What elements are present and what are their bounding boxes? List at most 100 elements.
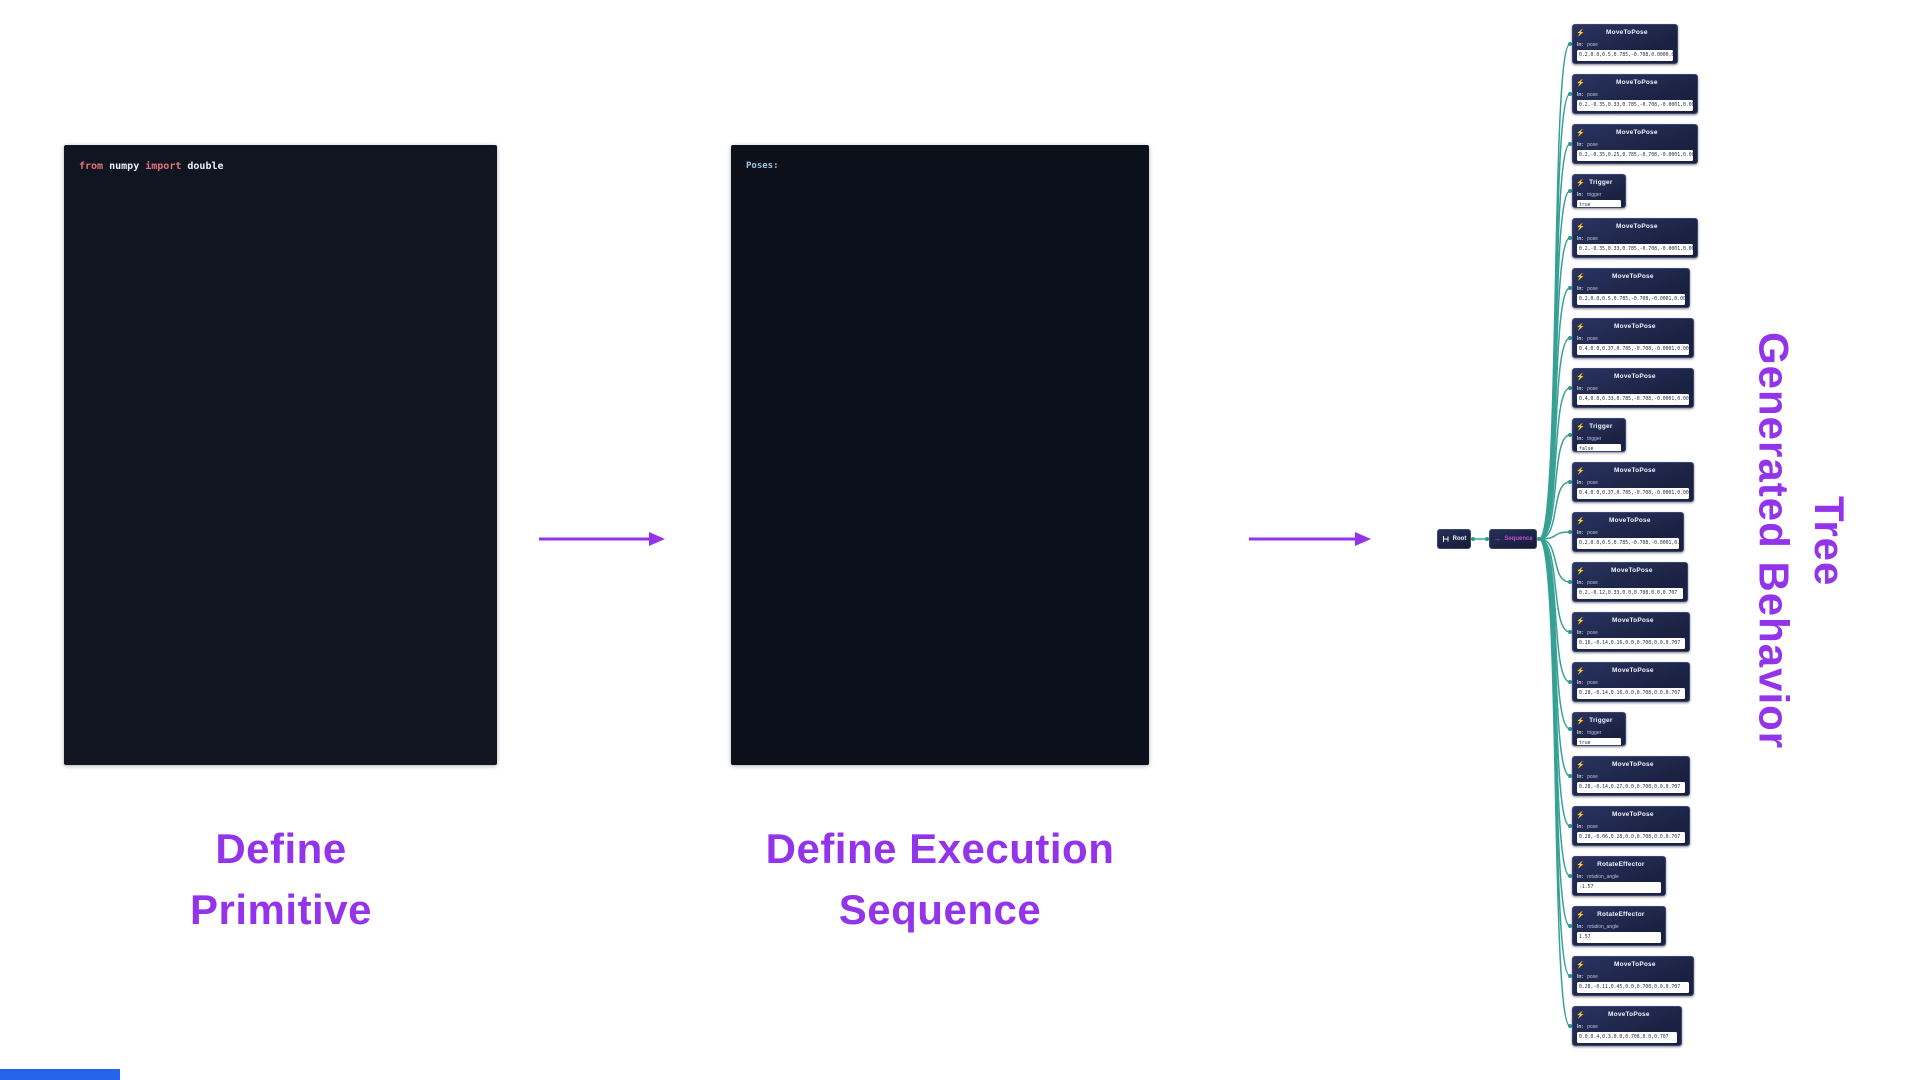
- define-primitive-heading: Define Primitive: [65, 818, 497, 940]
- code-token: Poses:: [746, 161, 779, 171]
- define-execution-sequence-heading: Define Execution Sequence: [731, 818, 1149, 940]
- lightning-icon: ⚡: [1576, 667, 1585, 675]
- heading-line: Primitive: [190, 886, 372, 933]
- port-name: pose: [1587, 335, 1598, 342]
- tree-node-port: In:pose: [1573, 971, 1693, 981]
- tree-node-title: MoveToPose: [1606, 28, 1648, 36]
- tree-node-value-input[interactable]: 0.28,-0.14,0.16,0.0,0.708,0.0,0.707: [1577, 688, 1685, 699]
- tree-node-port: In:rotation_angle: [1573, 871, 1665, 881]
- tree-node-value-input[interactable]: 0.28,-0.06,0.28,0.0,0.708,0.0,0.707: [1577, 832, 1685, 843]
- port-name: pose: [1587, 91, 1598, 98]
- sequence-label: Sequence: [1504, 536, 1533, 542]
- tree-node-value-input[interactable]: 0.28,-0.11,0.45,0.0,0.708,0.0,0.707: [1577, 982, 1689, 993]
- tree-node-port: In:pose: [1573, 477, 1693, 487]
- tree-node-value-input[interactable]: 0.4,0.0,0.33,0.785,-0.708,-0.0001,0.0001: [1577, 394, 1689, 405]
- tree-node-value-input[interactable]: -1.57: [1577, 882, 1661, 893]
- code-token: import: [145, 161, 188, 172]
- tree-node-value-input[interactable]: 0.28,-0.14,0.27,0.0,0.708,0.0,0.707: [1577, 782, 1685, 793]
- lightning-icon: ⚡: [1576, 961, 1585, 969]
- port-prefix: In:: [1577, 529, 1584, 536]
- code-token: double: [187, 161, 224, 172]
- tree-edge: [1538, 538, 1571, 777]
- tree-node-title: MoveToPose: [1609, 516, 1651, 524]
- port-prefix: In:: [1577, 191, 1584, 198]
- code-token: numpy: [109, 161, 146, 172]
- lightning-icon: ⚡: [1576, 179, 1585, 187]
- heading-line: Define Execution: [765, 825, 1115, 872]
- tree-node-value-input[interactable]: 0.4,0.0,0.37,0.785,-0.708,-0.0001,0.0001: [1577, 344, 1689, 355]
- tree-edge: [1538, 434, 1571, 540]
- tree-node-value-input[interactable]: true: [1577, 200, 1621, 207]
- port-prefix: In:: [1577, 629, 1584, 636]
- lightning-icon: ⚡: [1576, 323, 1585, 331]
- tree-edge: [1538, 538, 1571, 927]
- tree-node-title: MoveToPose: [1614, 322, 1656, 330]
- tree-node-value-input[interactable]: 0.2,-0.35,0.33,0.785,-0.708,-0.0001,0.00…: [1577, 244, 1693, 255]
- port-prefix: In:: [1577, 435, 1584, 442]
- tree-node-value-input[interactable]: 0.2,0.0,0.5,0.785,-0.708,-0.0001,0.0001: [1577, 294, 1685, 305]
- tree-edge: [1538, 387, 1571, 540]
- tree-node-value-input[interactable]: false: [1577, 444, 1621, 451]
- bottom-left-blue-bar: [0, 1069, 120, 1080]
- tree-node-title: MoveToPose: [1612, 616, 1654, 624]
- tree-node-port: In:pose: [1573, 771, 1689, 781]
- port-name: trigger: [1587, 729, 1602, 736]
- port-name: pose: [1587, 773, 1598, 780]
- port-prefix: In:: [1577, 973, 1584, 980]
- tree-node-value-input[interactable]: 0.2,0.0,0.5,0.785,-0.708,0.0000,0.0001: [1577, 50, 1673, 61]
- tree-node-port: In:pose: [1573, 139, 1697, 149]
- lightning-icon: ⚡: [1576, 129, 1585, 137]
- tree-node-port: In:pose: [1573, 821, 1689, 831]
- tree-node-value-input[interactable]: 0.0,0.4,0.3,0.0,0.708,0.0,0.707: [1577, 1032, 1677, 1043]
- port-name: pose: [1587, 141, 1598, 148]
- tree-node-value-input[interactable]: 0.2,0.0,0.5,0.785,-0.708,-0.0001,0.0001: [1577, 538, 1679, 549]
- tree-node-value-input[interactable]: true: [1577, 738, 1621, 745]
- tree-node-value-input[interactable]: 1.57: [1577, 932, 1661, 943]
- tree-root-node[interactable]: Root: [1437, 529, 1471, 549]
- tree-node-value-input[interactable]: 0.2,-0.12,0.33,0.0,0.708,0.0,0.707: [1577, 588, 1683, 599]
- tree-edge: [1538, 531, 1571, 540]
- port-name: pose: [1587, 579, 1598, 586]
- tree-node-title: MoveToPose: [1614, 372, 1656, 380]
- tree-edge: [1538, 538, 1571, 683]
- tree-node-value-input[interactable]: 0.2,-0.35,0.33,0.785,-0.708,-0.0001,0.00…: [1577, 100, 1693, 111]
- port-name: trigger: [1587, 435, 1602, 442]
- heading-line: Tree: [1805, 495, 1853, 587]
- port-prefix: In:: [1577, 579, 1584, 586]
- lightning-icon: ⚡: [1576, 223, 1585, 231]
- port-prefix: In:: [1577, 773, 1584, 780]
- lightning-icon: ⚡: [1576, 861, 1585, 869]
- port-name: pose: [1587, 823, 1598, 830]
- tree-node-value-input[interactable]: 0.16,-0.14,0.16,0.0,0.708,0.0,0.707: [1577, 638, 1685, 649]
- port-dot: [1471, 537, 1475, 541]
- port-prefix: In:: [1577, 91, 1584, 98]
- tree-node-value-input[interactable]: 0.4,0.0,0.37,0.785,-0.708,-0.0001,0.0001: [1577, 488, 1689, 499]
- tree-edge: [1538, 287, 1571, 540]
- tree-node-value-input[interactable]: 0.2,-0.35,0.25,0.785,-0.708,-0.0001,0.00…: [1577, 150, 1693, 161]
- tree-sequence-node[interactable]: → Sequence: [1489, 529, 1537, 549]
- root-label: Root: [1452, 536, 1467, 542]
- port-name: pose: [1587, 385, 1598, 392]
- lightning-icon: ⚡: [1576, 273, 1585, 281]
